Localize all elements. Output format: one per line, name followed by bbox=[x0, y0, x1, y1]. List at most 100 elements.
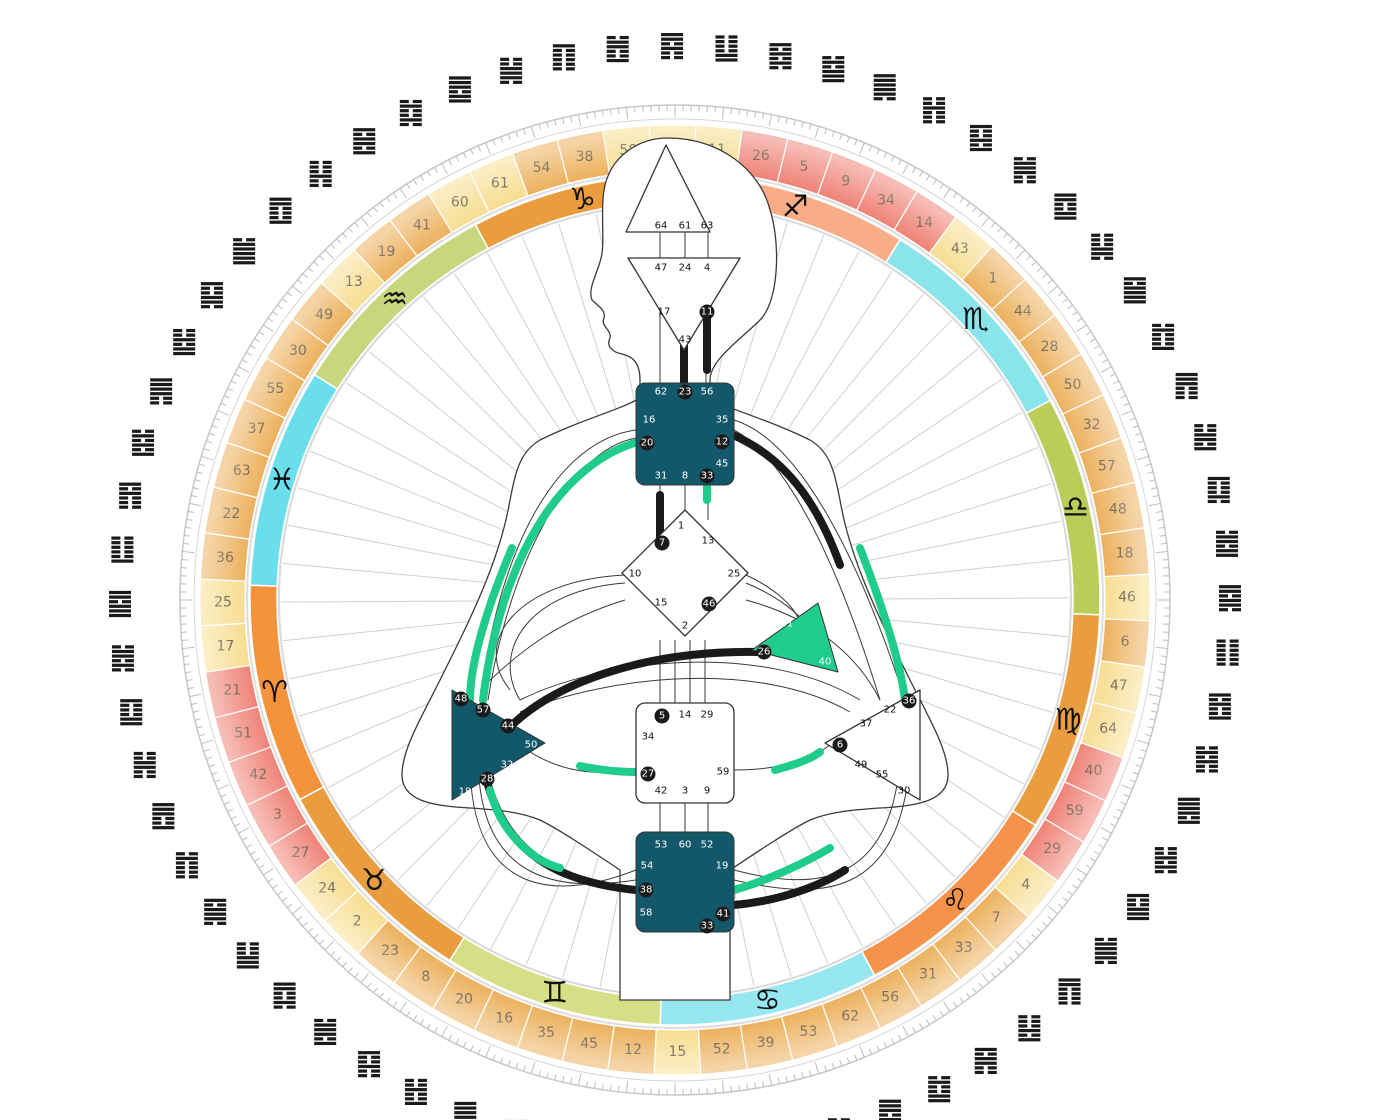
hexagram-line bbox=[109, 604, 132, 608]
center-gate-number: 2 bbox=[682, 621, 688, 632]
hexagram-line bbox=[120, 703, 130, 707]
hexagram-line bbox=[1207, 499, 1217, 504]
hexagram-line bbox=[111, 654, 134, 658]
hexagram-line bbox=[606, 35, 616, 40]
hexagram-glyph bbox=[923, 97, 946, 124]
hexagram-line bbox=[175, 875, 185, 879]
ajna-center bbox=[627, 257, 741, 351]
hexagram-line bbox=[353, 151, 376, 155]
hexagram-line bbox=[1220, 490, 1230, 494]
tick-mark bbox=[281, 298, 288, 303]
hexagram-line bbox=[1123, 295, 1146, 299]
tick-mark bbox=[585, 112, 588, 119]
tick-mark bbox=[762, 1081, 765, 1088]
center-gate-number: 25 bbox=[728, 569, 741, 580]
center-gate-number: 14 bbox=[679, 710, 692, 721]
hexagram-line bbox=[1165, 342, 1175, 346]
channel-defined-green bbox=[576, 762, 640, 776]
hexagram-line bbox=[1054, 193, 1077, 197]
tick-mark bbox=[186, 679, 193, 682]
center-gate-number: 26 bbox=[758, 647, 771, 658]
tick-mark bbox=[1145, 463, 1152, 467]
hexagram-line bbox=[1229, 544, 1239, 548]
hexagram-line bbox=[879, 1104, 902, 1108]
tick-mark bbox=[462, 1041, 467, 1048]
center-gate-number: 49 bbox=[855, 760, 868, 771]
hexagram-line bbox=[1165, 323, 1175, 328]
tick-mark bbox=[902, 1025, 909, 1037]
tick-mark bbox=[434, 1027, 438, 1033]
hexagram-line bbox=[715, 53, 738, 57]
hexagram-line bbox=[204, 912, 227, 916]
hexagram-line bbox=[188, 852, 198, 856]
hexagram-line bbox=[1218, 585, 1241, 589]
center-gate-number: 41 bbox=[717, 909, 730, 920]
hexagram-line bbox=[1229, 648, 1239, 652]
tick-mark bbox=[1145, 733, 1152, 737]
center-gate-number: 38 bbox=[640, 885, 653, 896]
tick-mark bbox=[919, 1023, 923, 1029]
hexagram-line bbox=[448, 99, 471, 103]
hexagram-line bbox=[371, 1060, 381, 1064]
hexagram-line bbox=[1154, 856, 1177, 860]
tick-mark bbox=[777, 116, 780, 123]
hexagram-line bbox=[1058, 982, 1081, 987]
hexagram-line bbox=[552, 62, 562, 66]
tick-mark bbox=[972, 206, 977, 213]
hexagram-glyph bbox=[1216, 530, 1239, 557]
hexagram-glyph bbox=[1152, 323, 1175, 351]
hexagram-line bbox=[1208, 702, 1231, 706]
hexagram-line bbox=[404, 1097, 414, 1101]
hexagram-line bbox=[358, 1051, 381, 1055]
tick-mark bbox=[223, 395, 230, 399]
hexagram-glyph bbox=[1091, 233, 1114, 260]
tick-mark bbox=[768, 1073, 773, 1086]
hexagram-line bbox=[309, 183, 319, 188]
tick-mark bbox=[227, 387, 234, 392]
hexagram-line bbox=[822, 69, 845, 74]
hexagram-line bbox=[565, 48, 575, 53]
tick-mark bbox=[203, 448, 210, 451]
hexagram-line bbox=[233, 251, 256, 256]
hexagram-glyph bbox=[399, 99, 422, 127]
hexagram-glyph bbox=[358, 1051, 381, 1078]
tick-mark bbox=[307, 928, 314, 933]
hexagram-line bbox=[619, 49, 629, 53]
tick-mark bbox=[831, 131, 835, 138]
hexagram-line bbox=[1220, 499, 1230, 504]
tick-mark bbox=[373, 206, 378, 213]
hexagram-line bbox=[124, 645, 134, 649]
hexagram-line bbox=[404, 1078, 414, 1083]
tick-mark bbox=[768, 114, 773, 127]
hexagram-line bbox=[1175, 395, 1185, 400]
hexagram-line bbox=[314, 1041, 337, 1046]
hexagram-glyph bbox=[273, 982, 296, 1009]
center-gate-number: 28 bbox=[481, 774, 494, 785]
hexagram-line bbox=[1216, 639, 1226, 643]
hexagram-line bbox=[606, 40, 629, 44]
hexagram-line bbox=[1104, 256, 1114, 260]
tick-mark bbox=[201, 455, 213, 461]
hexagram-line bbox=[1094, 937, 1104, 942]
channel-outline bbox=[469, 759, 637, 887]
hexagram-glyph bbox=[974, 1047, 997, 1075]
tick-mark bbox=[272, 311, 278, 316]
tick-mark bbox=[854, 1054, 858, 1061]
tick-mark bbox=[297, 915, 303, 921]
center-gate-number: 23 bbox=[679, 387, 692, 398]
tick-mark bbox=[277, 304, 283, 310]
hexagram-line bbox=[366, 146, 376, 150]
hexagram-line bbox=[150, 382, 173, 387]
hexagram-glyph bbox=[404, 1078, 427, 1106]
hexagram-line bbox=[132, 496, 142, 500]
center-gate-number: 55 bbox=[876, 770, 889, 781]
tick-mark bbox=[883, 152, 888, 159]
hexagram-glyph bbox=[204, 898, 227, 925]
hexagram-line bbox=[1071, 996, 1081, 1000]
root-center bbox=[635, 831, 735, 933]
tick-mark bbox=[324, 941, 334, 951]
tick-mark bbox=[617, 1085, 620, 1092]
hexagram-line bbox=[1013, 157, 1023, 161]
hexagram-line bbox=[1094, 947, 1117, 951]
hexagram-line bbox=[1177, 816, 1187, 820]
